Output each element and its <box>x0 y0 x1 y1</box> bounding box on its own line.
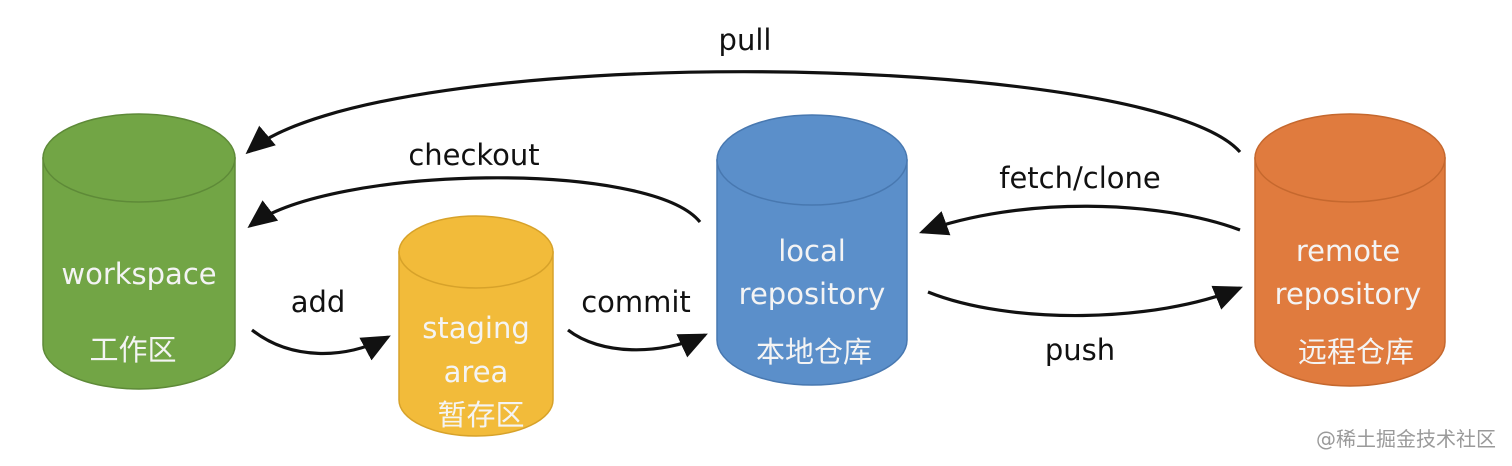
workspace-top <box>42 113 236 203</box>
staging-name-line1: staging <box>422 311 530 345</box>
watermark: @稀土掘金技术社区 <box>1316 427 1496 451</box>
push-arrow <box>927 285 1243 318</box>
remote-name-line1: remote <box>1296 234 1400 268</box>
remote-name-line2: repository <box>1275 277 1422 311</box>
remote-top <box>1254 113 1446 203</box>
remote-repository-cylinder: remote repository 远程仓库 <box>1254 113 1446 387</box>
local-repository-cylinder: local repository 本地仓库 <box>716 114 908 386</box>
arrows <box>245 70 1243 361</box>
push-label: push <box>1045 333 1115 367</box>
checkout-arrow <box>247 176 702 228</box>
staging-top <box>398 215 554 289</box>
pull-arrow <box>245 70 1242 155</box>
local-cn-label: 本地仓库 <box>756 335 872 369</box>
staging-name-line2: area <box>444 355 509 389</box>
commit-label: commit <box>581 285 691 319</box>
add-label: add <box>291 285 346 319</box>
workspace-cylinder: workspace 工作区 <box>42 113 236 390</box>
workspace-cn-label: 工作区 <box>89 333 176 367</box>
commit-arrow <box>567 328 708 358</box>
remote-body <box>1254 157 1446 387</box>
pull-label: pull <box>719 23 772 57</box>
local-name-line2: repository <box>739 277 886 311</box>
fetch-clone-arrow <box>918 204 1241 236</box>
local-name-line1: local <box>778 234 846 268</box>
remote-cn-label: 远程仓库 <box>1298 335 1414 369</box>
staging-cylinder: staging area 暂存区 <box>398 215 554 437</box>
checkout-label: checkout <box>408 138 539 172</box>
staging-cn-label: 暂存区 <box>437 398 524 432</box>
workspace-name: workspace <box>61 257 216 291</box>
staging-body <box>398 251 554 437</box>
arrow-labels: pull checkout add commit fetch/clone pus… <box>291 23 1161 367</box>
local-body <box>716 159 908 386</box>
local-top <box>716 114 908 206</box>
add-arrow <box>251 328 391 361</box>
workspace-body <box>42 157 236 390</box>
fetch-clone-label: fetch/clone <box>999 161 1160 195</box>
